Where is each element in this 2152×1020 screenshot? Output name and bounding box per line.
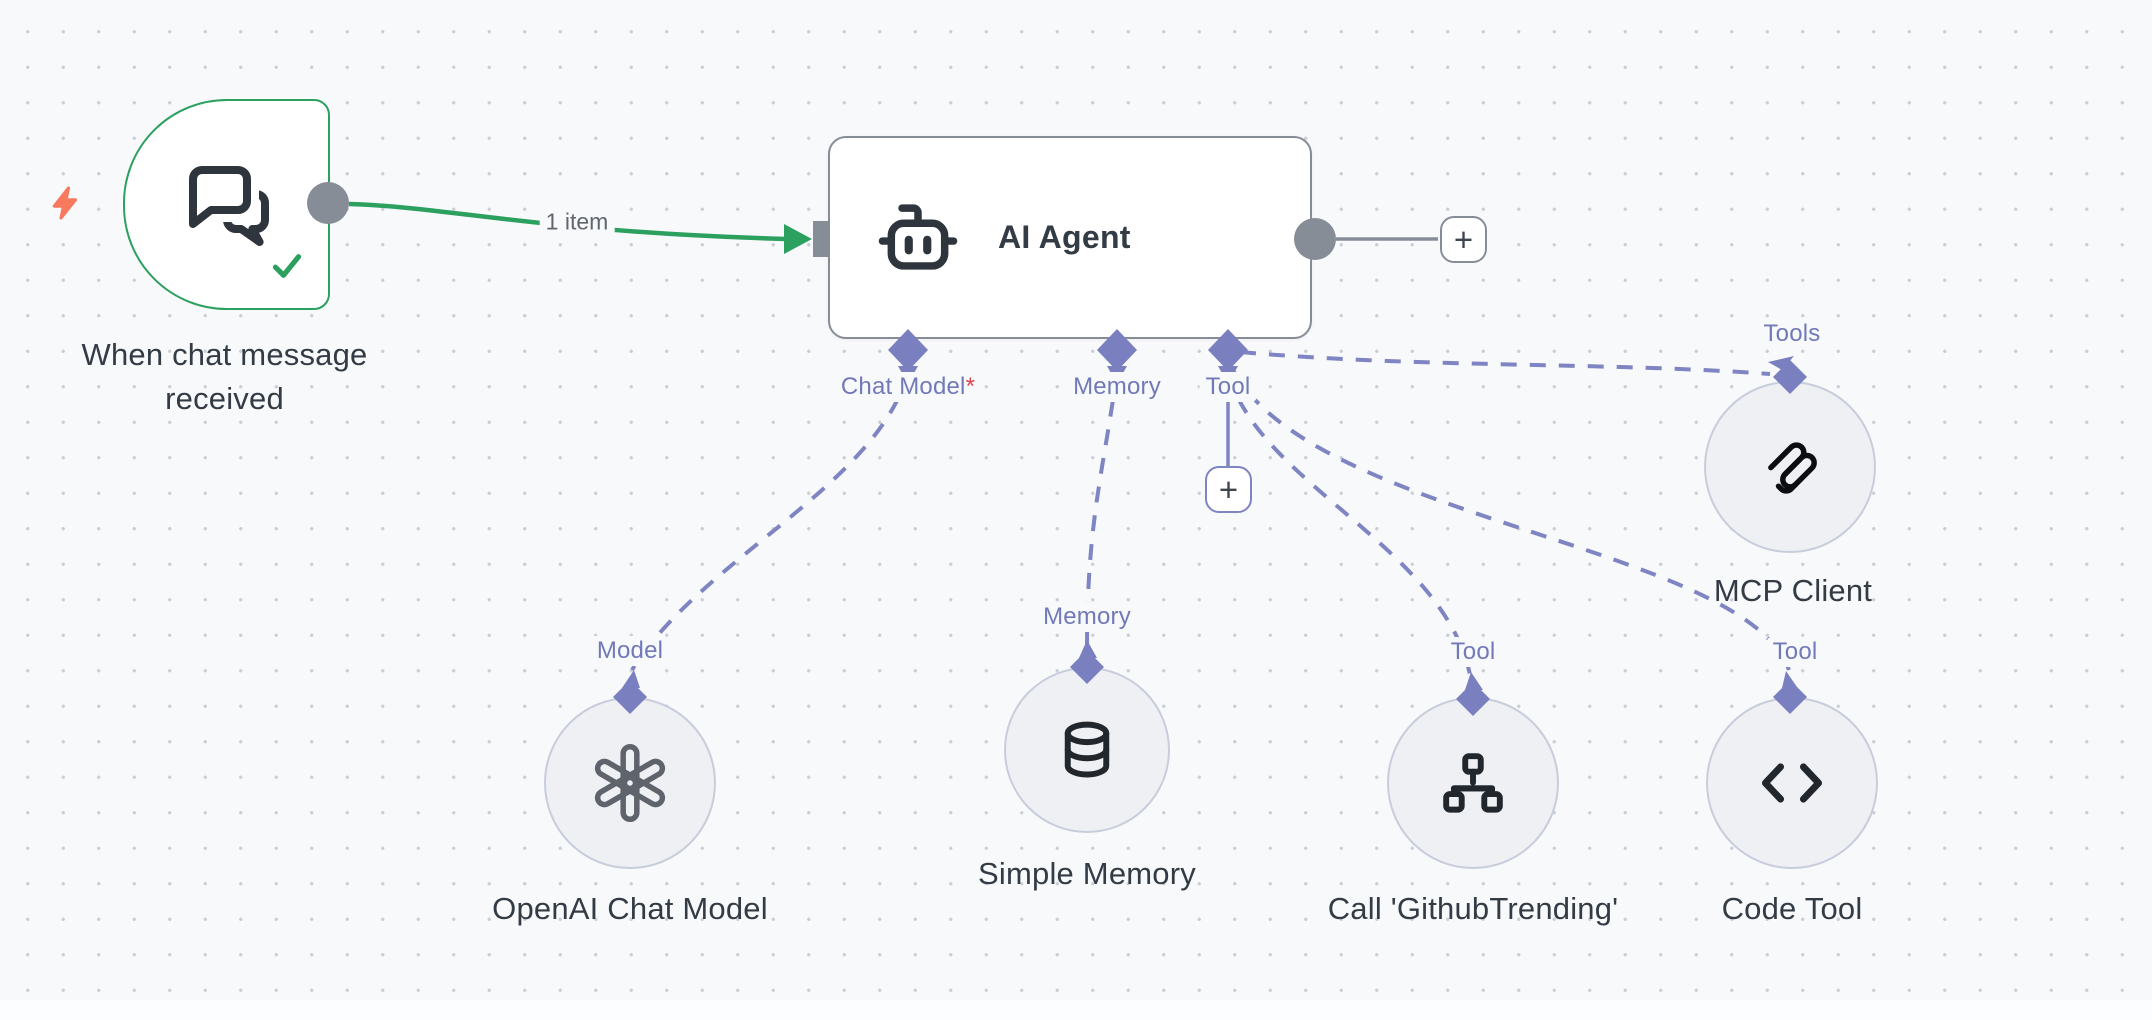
add-next-node-button[interactable]: +	[1440, 216, 1487, 263]
node-simple-memory[interactable]	[1004, 667, 1170, 833]
openai-node-name: OpenAI Chat Model	[492, 891, 768, 926]
codetool-port-label: Tool	[1766, 637, 1824, 667]
trigger-bolt-icon	[52, 186, 78, 220]
simplememory-port-tail	[1079, 640, 1097, 658]
node-code-tool[interactable]	[1706, 697, 1878, 869]
agent-port-label-tool: Tool	[1199, 372, 1257, 402]
required-asterisk: *	[965, 373, 976, 400]
node-when-chat-message-received[interactable]	[123, 99, 330, 310]
mcpclient-port-tail	[1768, 356, 1794, 370]
githubtrending-node-name: Call 'GithubTrending'	[1327, 891, 1619, 926]
trigger-node-name: When chat message received	[81, 337, 368, 417]
agent-port-label-memory: Memory	[1067, 372, 1167, 402]
node-call-githubtrending[interactable]	[1387, 697, 1559, 869]
codetool-node-name: Code Tool	[1721, 891, 1863, 926]
wire-tool-to-mcpclient[interactable]	[1239, 350, 1771, 376]
success-check-icon	[272, 254, 302, 278]
node-ai-agent[interactable]: AI Agent	[828, 136, 1312, 339]
mcpclient-node-name: MCP Client	[1713, 573, 1873, 608]
githubtrending-port-label: Tool	[1444, 637, 1502, 667]
openai-port-label: Model	[590, 636, 670, 666]
node-openai-chat-model[interactable]	[544, 697, 716, 869]
openai-port-tail	[622, 670, 640, 688]
wire-tool-to-githubtrending[interactable]	[1226, 371, 1473, 681]
simplememory-port-label: Memory	[1037, 602, 1137, 632]
githubtrending-port-tail	[1465, 672, 1483, 690]
add-tool-button[interactable]: +	[1205, 466, 1252, 513]
sitemap-icon	[1443, 753, 1503, 813]
agent-input-port[interactable]	[813, 221, 829, 257]
chat-bubbles-icon	[182, 161, 269, 246]
agent-node-title: AI Agent	[998, 219, 1131, 255]
code-icon	[1761, 763, 1823, 803]
wire-arrowhead	[784, 224, 812, 254]
robot-icon	[878, 204, 958, 270]
canvas-bottom-edge	[0, 1000, 2152, 1020]
agent-port-label-chat-model-text: Chat Model	[840, 373, 966, 400]
wire-chatmodel-to-openai[interactable]	[630, 371, 910, 672]
node-mcp-client[interactable]	[1704, 381, 1876, 553]
agent-port-label-chat-model: Chat Model*	[834, 372, 982, 402]
database-icon	[1064, 721, 1110, 778]
codetool-port-tail	[1782, 671, 1799, 690]
openai-icon	[594, 743, 666, 823]
chat-bubble-front	[189, 166, 251, 228]
mcp-icon	[1768, 442, 1817, 494]
wire-items-label: 1 item	[539, 207, 615, 237]
wire-tool-to-codetool[interactable]	[1230, 367, 1791, 671]
mcpclient-port-label: Tools	[1757, 319, 1827, 349]
simplememory-node-name: Simple Memory	[978, 856, 1196, 891]
